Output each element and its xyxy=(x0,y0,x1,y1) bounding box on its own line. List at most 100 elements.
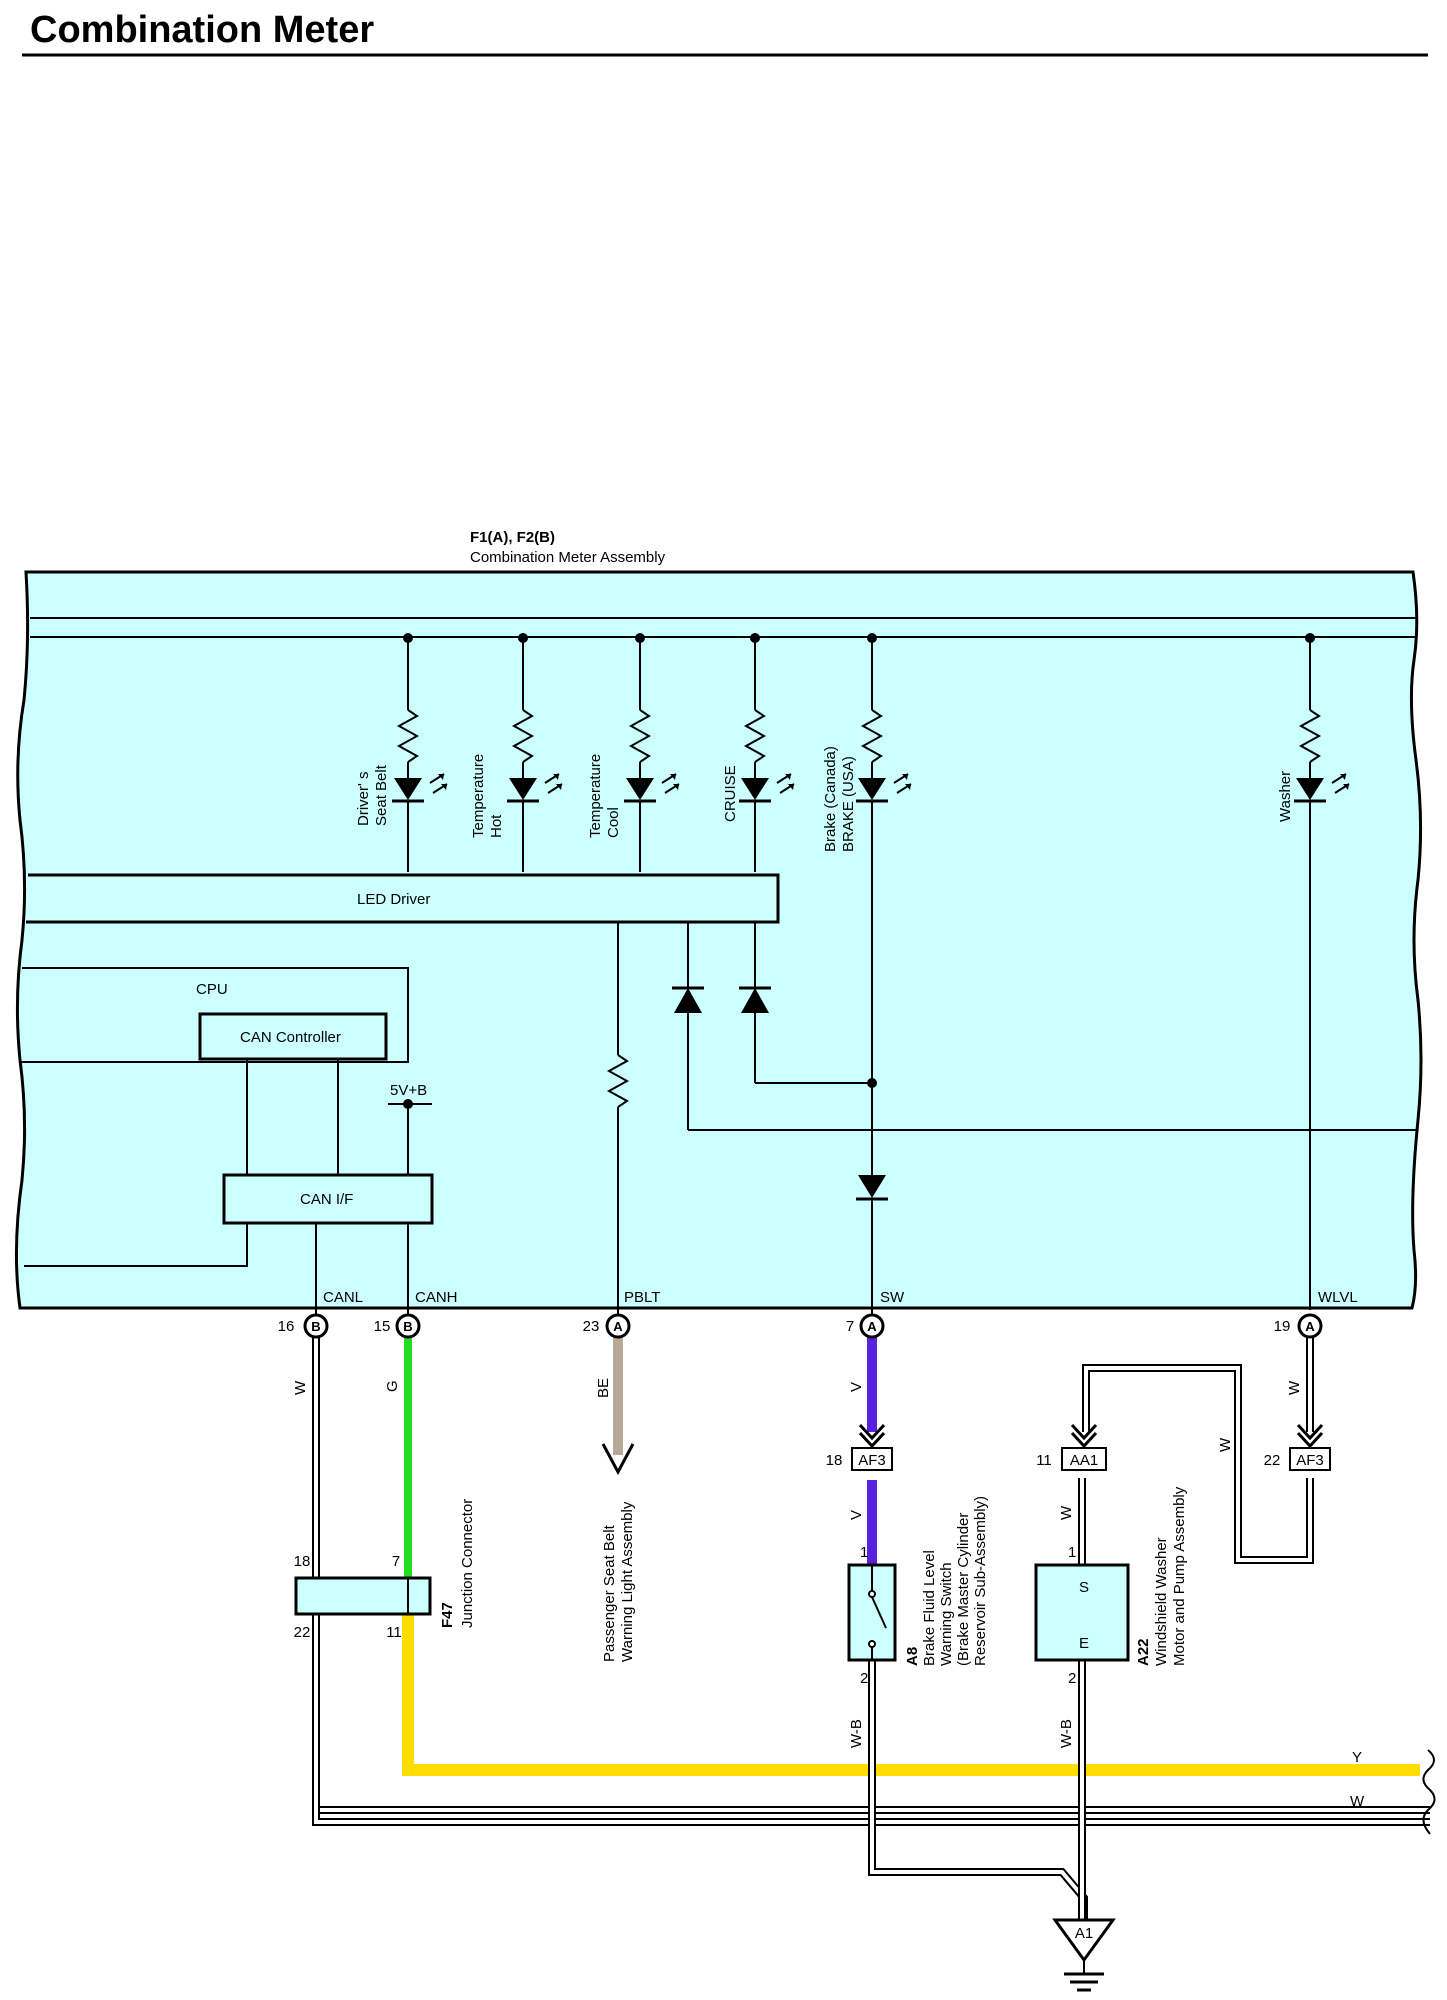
assembly-code: F1(A), F2(B) xyxy=(470,529,555,546)
connector-aa1-washer: AA1 11 xyxy=(1036,1423,1107,1471)
passenger-label-2: Warning Light Assembly xyxy=(619,1501,636,1662)
svg-text:Warning Switch: Warning Switch xyxy=(938,1562,955,1666)
svg-text:B: B xyxy=(403,1319,412,1334)
indicator-label-6a: Washer xyxy=(1277,771,1294,822)
connector-af3-sw: AF3 18 xyxy=(826,1423,893,1471)
svg-text:AF3: AF3 xyxy=(1296,1452,1324,1469)
terminal-canh: B 15 xyxy=(374,1313,421,1339)
terminal-pblt: A 23 xyxy=(583,1313,631,1339)
pin-canl: 16 xyxy=(278,1318,295,1335)
diode-sw xyxy=(739,922,877,1088)
wire-label-loop: W xyxy=(1217,1437,1234,1452)
wire-label-canh: G xyxy=(384,1380,401,1392)
svg-text:(Brake Master Cylinder: (Brake Master Cylinder xyxy=(955,1513,972,1666)
wire-label-sw: V xyxy=(848,1382,865,1392)
indicator-label-2b: Hot xyxy=(488,814,505,838)
can-if-label: CAN I/F xyxy=(300,1191,353,1208)
terminal-label-canh: CANH xyxy=(415,1289,458,1306)
svg-text:11: 11 xyxy=(386,1624,402,1641)
pin-canh: 15 xyxy=(374,1318,391,1335)
svg-text:A: A xyxy=(1305,1319,1315,1334)
svg-text:1: 1 xyxy=(860,1544,868,1561)
led-driver-block xyxy=(26,873,780,924)
wire-brake-wb xyxy=(868,1660,1088,1920)
svg-text:22: 22 xyxy=(1264,1452,1281,1469)
terminal-sw: A 7 xyxy=(846,1313,885,1339)
terminal-label-pblt: PBLT xyxy=(624,1289,660,1306)
wire-pblt-beige xyxy=(601,1336,635,1476)
svg-text:Brake Fluid Level: Brake Fluid Level xyxy=(921,1550,938,1666)
svg-text:Windshield Washer: Windshield Washer xyxy=(1153,1537,1170,1666)
bus-label-w: W xyxy=(1350,1793,1365,1810)
bus-break-mark xyxy=(1422,1749,1436,1835)
indicator-label-3a: Temperature xyxy=(587,754,604,838)
assembly-name: Combination Meter Assembly xyxy=(470,549,666,566)
svg-text:1: 1 xyxy=(1068,1544,1076,1561)
indicator-label-1b: Seat Belt xyxy=(373,764,390,826)
terminal-label-wlvl: WLVL xyxy=(1318,1289,1358,1306)
wire-label-pblt: BE xyxy=(595,1378,612,1398)
svg-text:A: A xyxy=(867,1319,877,1334)
wire-label-washer-out: W-B xyxy=(1058,1719,1075,1748)
terminal-wlvl: A 19 xyxy=(1274,1313,1323,1339)
terminal-canl: B 16 xyxy=(278,1313,329,1339)
ground-a1: A1 xyxy=(1052,1918,1116,1992)
svg-text:7: 7 xyxy=(392,1553,400,1570)
indicator-label-5a: Brake (Canada) xyxy=(822,746,839,852)
svg-text:Reservoir Sub-Assembly): Reservoir Sub-Assembly) xyxy=(972,1496,989,1666)
pin-pblt: 23 xyxy=(583,1318,600,1335)
svg-text:18: 18 xyxy=(826,1452,843,1469)
wire-label-canl: W xyxy=(292,1380,309,1395)
can-if-return xyxy=(24,1223,248,1267)
washer-pump: S E 1 2 A22 Windshield Washer Motor and … xyxy=(1034,1486,1188,1687)
svg-text:Motor and Pump Assembly: Motor and Pump Assembly xyxy=(1171,1486,1188,1666)
wire-label-brake-in: V xyxy=(848,1510,865,1520)
svg-text:E: E xyxy=(1079,1635,1089,1652)
svg-text:22: 22 xyxy=(294,1624,311,1641)
svg-text:11: 11 xyxy=(1036,1452,1052,1469)
indicator-temperature-hot: Temperature Hot xyxy=(470,633,563,872)
pblt-resistor xyxy=(606,1054,630,1108)
page-title: Combination Meter xyxy=(30,9,374,51)
wire-f47-white xyxy=(312,1612,1430,1826)
supply-label: 5V+B xyxy=(390,1082,427,1099)
indicator-brake: Brake (Canada) BRAKE (USA) xyxy=(822,633,912,1175)
indicator-label-3b: Cool xyxy=(605,807,622,838)
wire-label-washer-in: W xyxy=(1058,1505,1075,1520)
svg-text:Junction Connector: Junction Connector xyxy=(459,1499,476,1628)
pin-wlvl: 19 xyxy=(1274,1318,1291,1335)
junction-connector-f47: 18 7 22 11 F47 Junction Connector xyxy=(294,1499,476,1641)
svg-text:18: 18 xyxy=(294,1553,311,1570)
indicator-driver-seat-belt: Driver' s Seat Belt xyxy=(355,633,448,872)
svg-text:2: 2 xyxy=(1068,1670,1076,1687)
svg-text:A8: A8 xyxy=(904,1647,921,1666)
wire-label-wlvl: W xyxy=(1286,1380,1303,1395)
svg-text:A: A xyxy=(613,1319,623,1334)
wire-label-brake-out: W-B xyxy=(848,1719,865,1748)
svg-text:AA1: AA1 xyxy=(1070,1452,1098,1469)
passenger-label-1: Passenger Seat Belt xyxy=(601,1524,618,1662)
wire-yellow-bus xyxy=(402,1612,1420,1776)
indicator-label-5b: BRAKE (USA) xyxy=(840,756,857,852)
svg-text:A22: A22 xyxy=(1135,1638,1152,1666)
led-driver-label: LED Driver xyxy=(357,891,430,908)
indicator-washer: Washer xyxy=(1277,633,1350,1310)
pin-sw: 7 xyxy=(846,1318,854,1335)
svg-text:S: S xyxy=(1079,1579,1089,1596)
wire-wlvl-loop xyxy=(1082,1336,1314,1564)
cpu-block xyxy=(20,967,409,1063)
combination-meter-panel xyxy=(14,570,1423,1310)
bus-label-y: Y xyxy=(1352,1749,1362,1766)
can-controller-label: CAN Controller xyxy=(240,1029,341,1046)
terminal-label-sw: SW xyxy=(880,1289,905,1306)
brake-fluid-switch: 1 2 A8 Brake Fluid Level Warning Switch … xyxy=(847,1496,989,1687)
diode-sw-series xyxy=(856,1175,888,1325)
indicator-label-2a: Temperature xyxy=(470,754,487,838)
indicator-label-1a: Driver' s xyxy=(355,771,372,826)
terminal-label-canl: CANL xyxy=(323,1289,363,1306)
indicator-temperature-cool: Temperature Cool xyxy=(587,633,680,872)
svg-text:2: 2 xyxy=(860,1670,868,1687)
cpu-label: CPU xyxy=(196,981,228,998)
svg-text:F47: F47 xyxy=(439,1602,456,1628)
